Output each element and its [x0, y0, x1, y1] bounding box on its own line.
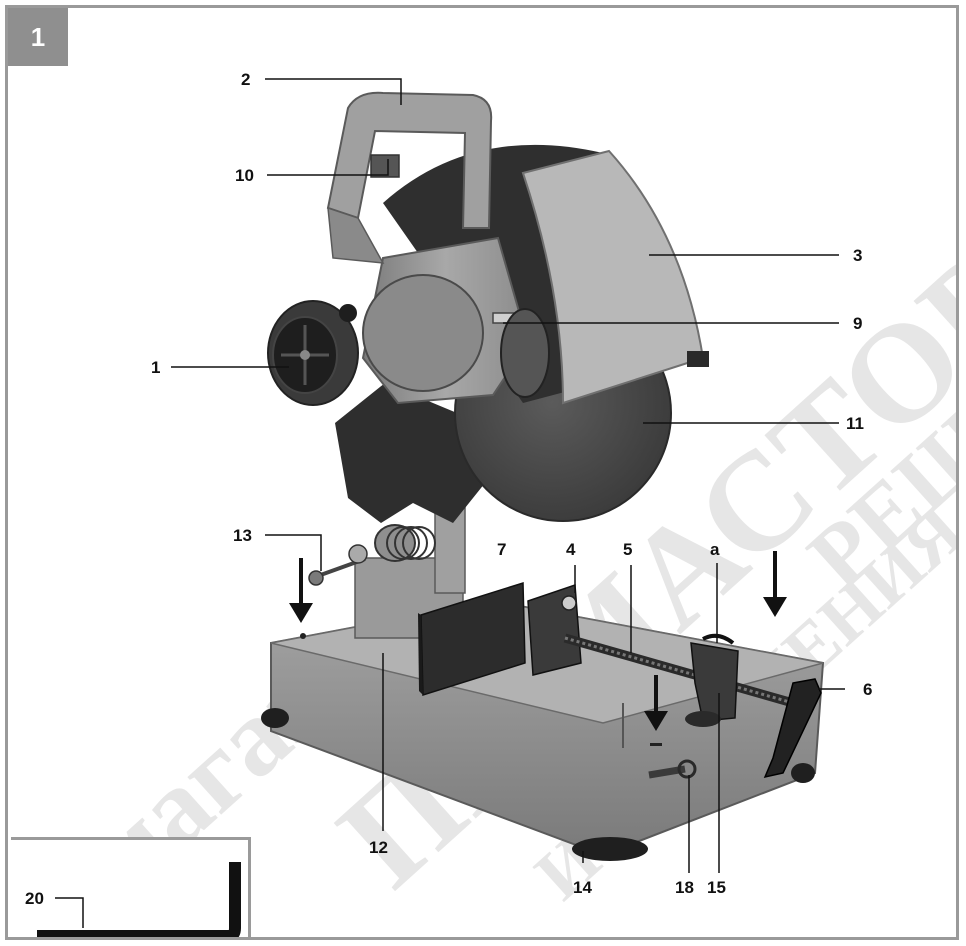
depth-stop-knob[interactable] [308, 570, 324, 586]
callout-20: 20 [25, 889, 44, 908]
callout-12: 12 [369, 838, 388, 857]
return-spring [374, 524, 436, 562]
figure-frame: магазин ПИ МАСТОР ИСНАБЖЕНИЯ РЕШ [5, 5, 959, 940]
foot-left [261, 708, 289, 728]
foot-front [572, 837, 648, 861]
callout-3: 3 [853, 246, 862, 265]
leader-lines [171, 78, 845, 873]
callout-2: 2 [241, 70, 250, 89]
handle [326, 91, 493, 264]
callout-6: 6 [863, 680, 872, 699]
hex-key-20 [37, 862, 241, 937]
callout-4: 4 [566, 540, 576, 559]
spindle-rod [563, 633, 795, 708]
on-off-switch[interactable] [370, 154, 400, 178]
motor-housing [267, 236, 550, 406]
callout-a: a [710, 540, 720, 559]
figure-number: 1 [30, 21, 46, 52]
mounting-arrows [289, 551, 787, 731]
clamp-t-handle[interactable] [763, 678, 822, 779]
clamp-assembly [527, 583, 822, 779]
callout-10: 10 [235, 166, 254, 185]
fence [420, 581, 526, 697]
callout-5: 5 [623, 540, 632, 559]
callout-9: 9 [853, 314, 862, 333]
callout-1: 1 [151, 358, 160, 377]
hex-key-inset: 20 [11, 837, 251, 937]
figure-number-badge: 1 [8, 8, 68, 66]
callout-13: 13 [233, 526, 252, 545]
callout-18: 18 [675, 878, 694, 897]
callouts: 2 10 3 9 1 11 13 7 4 5 a 6 12 14 18 15 [151, 70, 872, 897]
cutoff-saw-diagram: магазин ПИ МАСТОР ИСНАБЖЕНИЯ РЕШ [57, 70, 956, 921]
callout-15: 15 [707, 878, 726, 897]
swing-arm [335, 383, 493, 523]
callout-7: 7 [497, 540, 506, 559]
foot-right [791, 763, 815, 783]
callout-14: 14 [573, 878, 592, 897]
callout-11: 11 [846, 414, 864, 433]
hex-key-drawing: 20 [25, 862, 241, 937]
